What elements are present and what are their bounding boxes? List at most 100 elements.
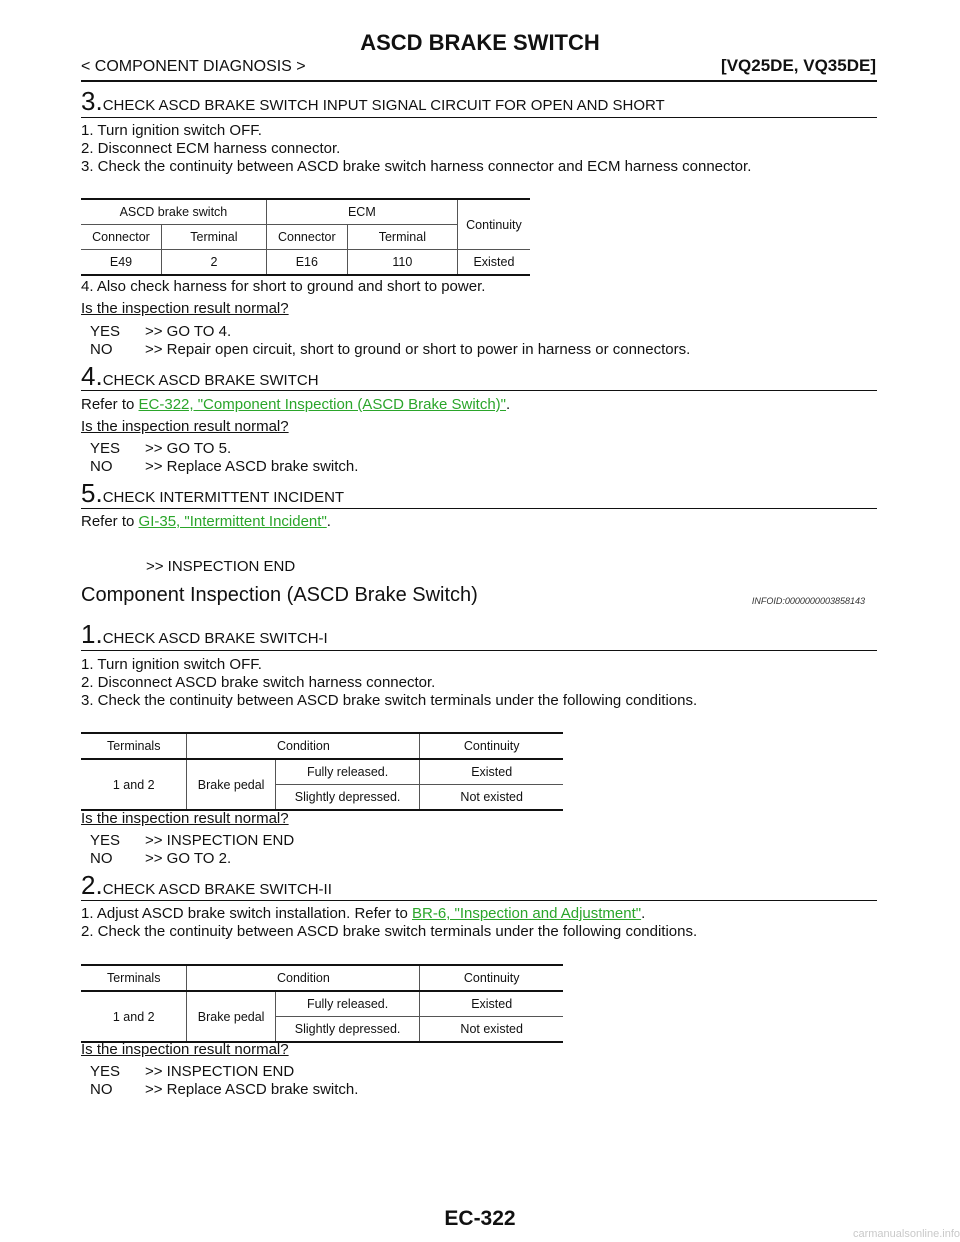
- instruction-item: 1. Turn ignition switch OFF.: [81, 122, 262, 139]
- yes-label: YES: [90, 1063, 121, 1080]
- instruction-item: 1. Turn ignition switch OFF.: [81, 656, 262, 673]
- table-header: ECM: [265, 198, 458, 225]
- refer-text: .: [506, 396, 511, 413]
- yes-no-result: YES >> INSPECTION END NO >> GO TO 2.: [90, 832, 294, 868]
- table-row: E49 2 E16 110 Existed: [81, 249, 530, 276]
- step-title: CHECK ASCD BRAKE SWITCH-II: [102, 881, 332, 898]
- table-header: Terminal: [161, 224, 267, 250]
- no-label: NO: [90, 341, 113, 358]
- table-row: 1 and 2 Brake pedal Fully released. Exis…: [81, 991, 563, 1043]
- step-4-heading: 4.CHECK ASCD BRAKE SWITCH: [81, 361, 319, 392]
- table-header: ASCD brake switch: [81, 198, 267, 225]
- instruction-item: 1. Adjust ASCD brake switch installation…: [81, 905, 412, 922]
- yes-action: >> INSPECTION END: [145, 832, 295, 849]
- step-number: 5.: [81, 478, 103, 508]
- watermark: carmanualsonline.info: [852, 1228, 960, 1240]
- refer-line: Refer to EC-322, "Component Inspection (…: [81, 396, 510, 414]
- step-divider: [81, 650, 877, 651]
- header-divider: [81, 80, 877, 82]
- step-1-heading: 1.CHECK ASCD BRAKE SWITCH-I: [81, 619, 328, 650]
- inspection-question: Is the inspection result normal?: [81, 418, 289, 435]
- refer-text: .: [326, 513, 331, 530]
- ec-322-link[interactable]: EC-322, "Component Inspection (ASCD Brak…: [138, 396, 507, 413]
- yes-no-result: YES >> INSPECTION END NO >> Replace ASCD b…: [90, 1063, 358, 1099]
- table-header: Continuity: [419, 964, 563, 992]
- info-id: INFOID:0000000003858143: [751, 596, 865, 606]
- no-label: NO: [90, 1081, 113, 1098]
- yes-label: YES: [90, 440, 121, 457]
- br-6-link[interactable]: BR-6, "Inspection and Adjustment": [412, 905, 642, 922]
- table-cell: E49: [81, 249, 162, 276]
- step-divider: [81, 117, 877, 118]
- table-cell: 1 and 2: [81, 759, 187, 811]
- no-action: >> Replace ASCD brake switch.: [145, 1081, 359, 1098]
- inspection-question: Is the inspection result normal?: [81, 300, 289, 317]
- table-cell: 110: [346, 249, 458, 276]
- section-title: Component Inspection (ASCD Brake Switch): [81, 584, 478, 606]
- instruction-item: 2. Disconnect ASCD brake switch harness …: [81, 674, 436, 691]
- table-cell: E16: [265, 249, 348, 276]
- step-3-instructions: 1. Turn ignition switch OFF. 2. Disconne…: [81, 122, 751, 176]
- no-action: >> Replace ASCD brake switch.: [145, 458, 359, 475]
- no-action: >> Repair open circuit, short to ground …: [145, 341, 691, 358]
- table-cell: Existed: [419, 991, 563, 1017]
- no-label: NO: [90, 850, 113, 867]
- header-section-label: < COMPONENT DIAGNOSIS >: [81, 58, 306, 75]
- inspection-question: Is the inspection result normal?: [81, 810, 289, 827]
- table-cell: Fully released.: [274, 759, 420, 785]
- gi-35-link[interactable]: GI-35, "Intermittent Incident": [138, 513, 327, 530]
- refer-text: Refer to: [81, 396, 139, 413]
- step-number: 2.: [81, 870, 103, 900]
- table-header: Connector: [265, 224, 348, 250]
- table-cell: Slightly depressed.: [274, 784, 420, 811]
- refer-line: Refer to GI-35, "Intermittent Incident".: [81, 513, 331, 531]
- page-number: EC-322: [444, 1207, 516, 1230]
- no-label: NO: [90, 458, 113, 475]
- step-number: 4.: [81, 361, 103, 391]
- step-1-instructions: 1. Turn ignition switch OFF. 2. Disconne…: [81, 656, 697, 710]
- table-header: Terminals: [81, 732, 187, 760]
- table-row: 1 and 2 Brake pedal Fully released. Exis…: [81, 759, 563, 811]
- table-cell: 1 and 2: [81, 991, 187, 1043]
- yes-action: >> GO TO 5.: [145, 440, 232, 457]
- yes-no-result: YES>> GO TO 4. NO>> Repair open circuit,…: [90, 323, 690, 359]
- instruction-item: 3. Check the continuity between ASCD bra…: [81, 158, 752, 175]
- table-cell: Brake pedal: [186, 991, 276, 1043]
- table-cell: Existed: [419, 759, 563, 785]
- instruction-item: 3. Check the continuity between ASCD bra…: [81, 692, 698, 709]
- step-title: CHECK ASCD BRAKE SWITCH: [102, 372, 319, 389]
- table-header: Continuity: [456, 198, 530, 250]
- step-divider: [81, 508, 877, 509]
- header-engine-label: [VQ25DE, VQ35DE]: [721, 56, 876, 75]
- step-number: 3.: [81, 86, 103, 116]
- table-header: Continuity: [419, 732, 563, 760]
- inspection-question: Is the inspection result normal?: [81, 1041, 289, 1058]
- instruction-item: 2. Check the continuity between ASCD bra…: [81, 923, 698, 940]
- step-divider: [81, 390, 877, 391]
- yes-action: >> INSPECTION END: [145, 1063, 295, 1080]
- step-title: CHECK ASCD BRAKE SWITCH INPUT SIGNAL CIR…: [102, 97, 665, 114]
- yes-label: YES: [90, 323, 121, 340]
- refer-text: .: [641, 905, 646, 922]
- table-cell: Not existed: [419, 784, 563, 811]
- table-cell: Brake pedal: [186, 759, 276, 811]
- table-header: Connector: [81, 224, 162, 250]
- yes-no-result: YES >> GO TO 5. NO >> Replace ASCD brake s…: [90, 440, 358, 476]
- table-header: Terminal: [346, 224, 458, 250]
- no-action: >> GO TO 2.: [145, 850, 232, 867]
- continuity-table-switch-2: Terminals Condition Continuity 1 and 2 B…: [81, 964, 563, 1043]
- step-5-heading: 5.CHECK INTERMITTENT INCIDENT: [81, 478, 344, 509]
- table-cell: Fully released.: [274, 991, 420, 1017]
- inspection-end: >> INSPECTION END: [146, 558, 296, 575]
- continuity-table-ecm: ASCD brake switch ECM Continuity Connect…: [81, 198, 530, 276]
- table-cell: Slightly depressed.: [274, 1016, 420, 1043]
- table-cell: Not existed: [419, 1016, 563, 1043]
- table-cell: 2: [161, 249, 267, 276]
- step-3-heading: 3.CHECK ASCD BRAKE SWITCH INPUT SIGNAL C…: [81, 86, 665, 117]
- table-row: Slightly depressed. Not existed: [81, 1016, 563, 1043]
- table-row: Slightly depressed. Not existed: [81, 784, 563, 811]
- step-title: CHECK ASCD BRAKE SWITCH-I: [102, 630, 328, 647]
- yes-label: YES: [90, 832, 121, 849]
- step-divider: [81, 900, 877, 901]
- table-header: Condition: [186, 964, 420, 992]
